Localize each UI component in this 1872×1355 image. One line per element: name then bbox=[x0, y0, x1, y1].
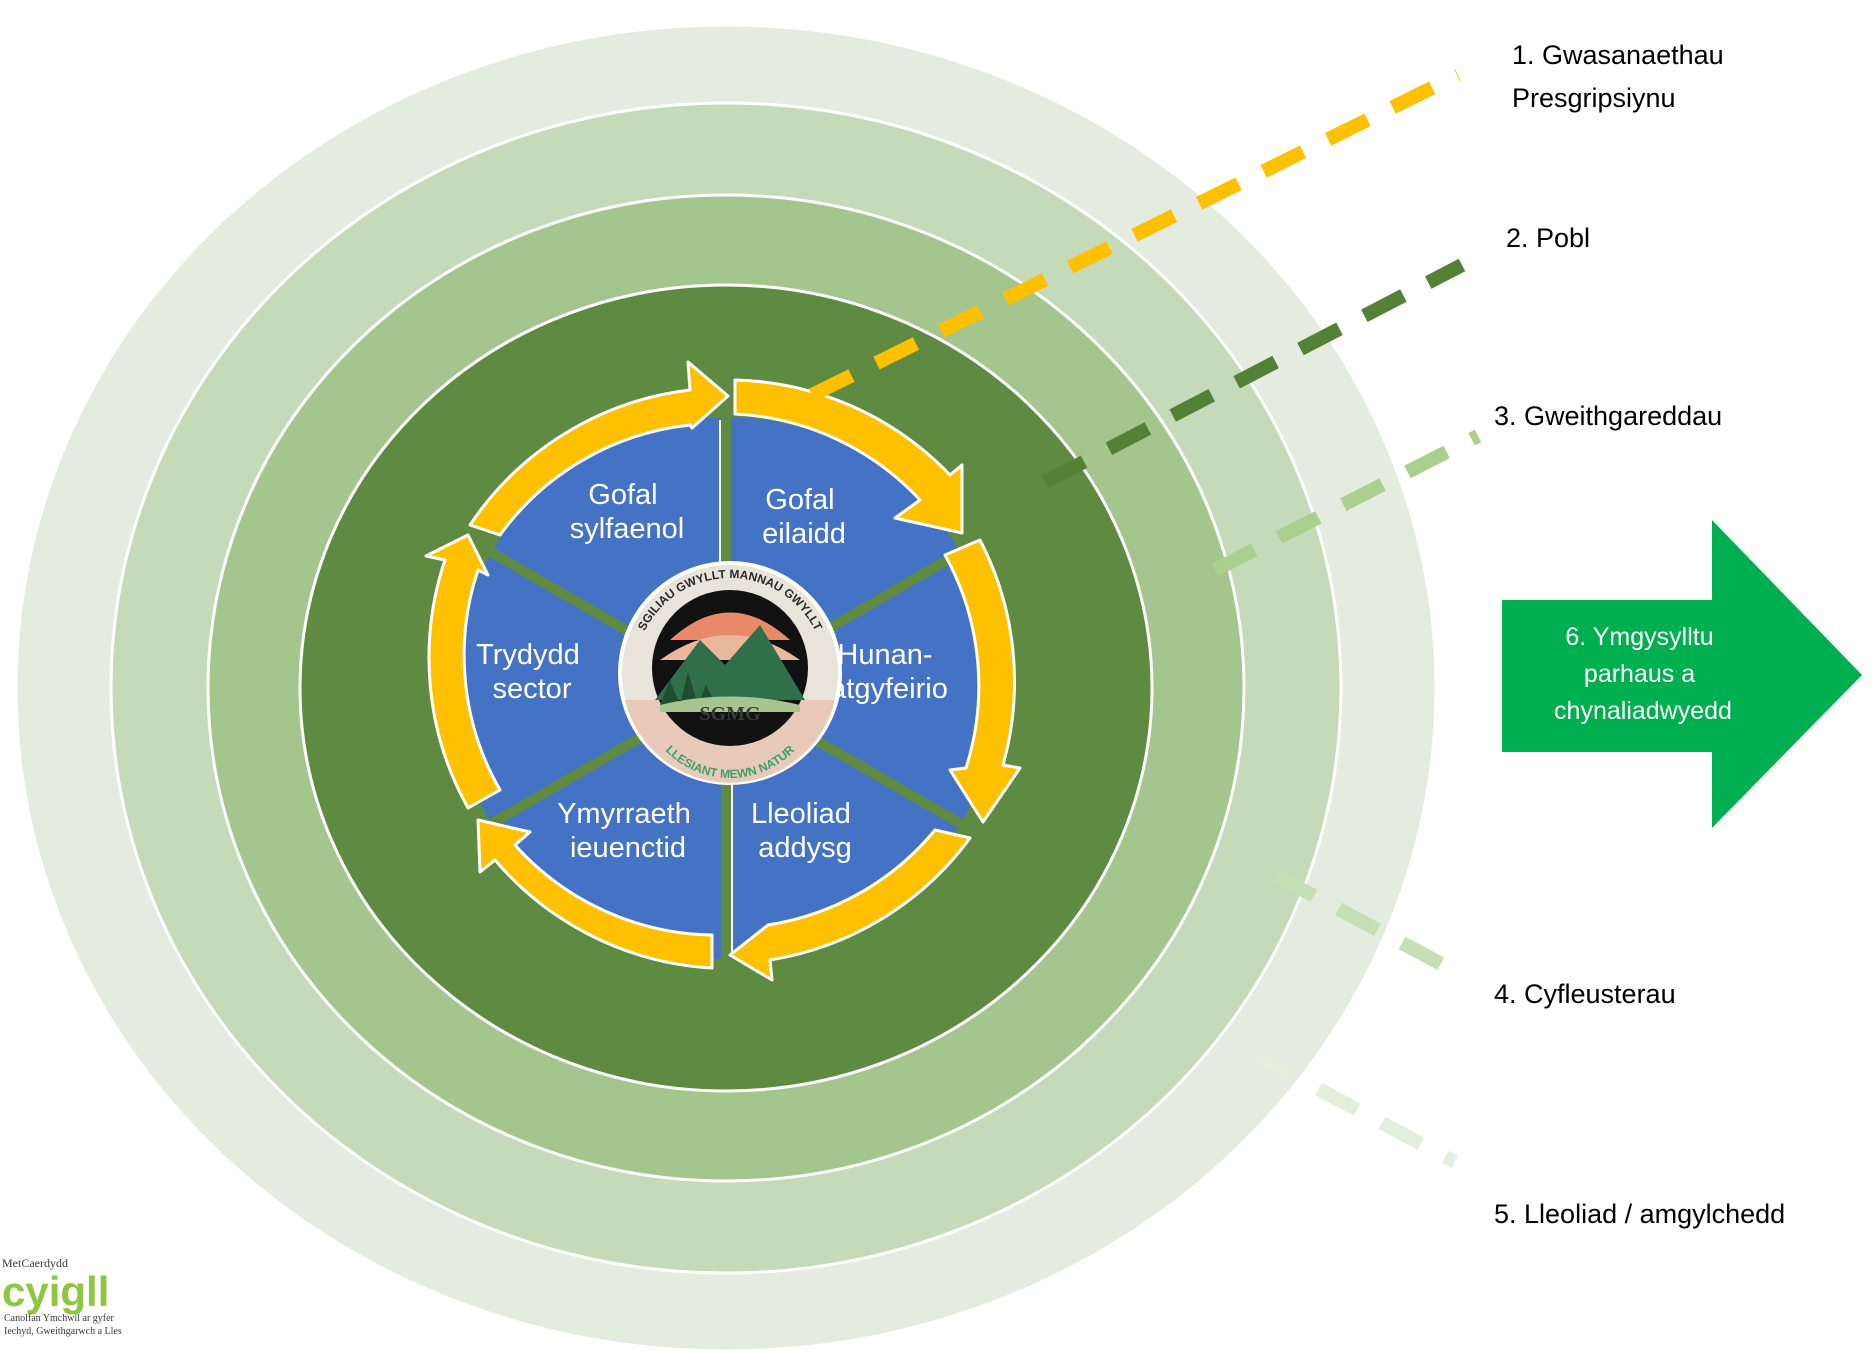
segment-0-line2: sylfaenol bbox=[570, 513, 684, 545]
segment-3-line1: Lleoliad bbox=[751, 798, 851, 830]
label-1: 1. Gwasanaethau Presgripsiynu bbox=[1512, 40, 1731, 113]
badge-acronym: SGMG bbox=[699, 703, 761, 725]
sgmg-badge: SGMG SGILIAU GWYLLT MANNAU GWYLLT LLESIA… bbox=[618, 561, 842, 785]
segment-2-line2: atgyfeirio bbox=[830, 673, 948, 705]
segment-5-line2: sector bbox=[493, 673, 572, 705]
cycle-arrow-5 bbox=[424, 533, 502, 810]
cycle-arrow-4 bbox=[476, 818, 714, 970]
label-1-line1: 1. Gwasanaethau bbox=[1512, 40, 1724, 70]
svg-text:Lleoliad addysg: Lleoliad addysg bbox=[751, 798, 859, 864]
engagement-arrow-line1: 6. Ymgysylltu bbox=[1565, 623, 1713, 651]
dash-line-5 bbox=[1251, 1048, 1459, 1169]
segment-5-line1: Trydydd bbox=[476, 639, 580, 671]
cycle-arrow-6 bbox=[468, 360, 730, 537]
dash-line-3 bbox=[1211, 429, 1482, 577]
svg-text:Gofal sylfaenol: Gofal sylfaenol bbox=[570, 479, 684, 545]
segment-0-line1: Gofal bbox=[588, 479, 657, 511]
segment-3-line2: addysg bbox=[758, 832, 852, 864]
logo-sub-2: Iechyd, Gweithgarwch a Lles bbox=[4, 1326, 122, 1337]
segment-4-line1: Ymyrraeth bbox=[557, 798, 691, 830]
dash-line-4 bbox=[1271, 868, 1466, 982]
engagement-arrow-line2: parhaus a bbox=[1584, 660, 1695, 688]
logo-brand-top: MetCaerdydd bbox=[2, 1256, 68, 1270]
badge-mountains bbox=[655, 625, 805, 700]
cycle-arrow-3 bbox=[728, 828, 972, 982]
segment-1-line1: Gofal bbox=[765, 484, 834, 516]
svg-text:Trydydd sector: Trydydd sector bbox=[476, 639, 588, 705]
label-3: 3. Gweithgareddau bbox=[1494, 401, 1722, 431]
label-4: 4. Cyfleusterau bbox=[1494, 979, 1676, 1009]
engagement-arrow: 6. Ymgysylltu parhaus a chynaliadwyedd bbox=[1502, 520, 1862, 828]
svg-text:Ymyrraeth ieuenctid: Ymyrraeth ieuenctid bbox=[557, 798, 699, 864]
cyigll-logo: MetCaerdydd cyigll Canolfan Ymchwil ar g… bbox=[2, 1256, 122, 1337]
label-1-line2: Presgripsiynu bbox=[1512, 83, 1676, 113]
outcome-labels: 1. Gwasanaethau Presgripsiynu 2. Pobl 3.… bbox=[1494, 40, 1785, 1229]
engagement-arrow-text: 6. Ymgysylltu parhaus a chynaliadwyedd bbox=[1554, 623, 1732, 725]
dash-line-2 bbox=[1041, 258, 1466, 489]
segment-1-line2: eilaidd bbox=[762, 518, 846, 550]
segment-labels: Gofal sylfaenol Gofal eilaidd Hunan- atg… bbox=[476, 479, 948, 864]
dash-line-1 bbox=[808, 68, 1462, 402]
logo-brand-main: cyigll bbox=[2, 1268, 109, 1315]
segment-4-line2: ieuenctid bbox=[570, 832, 686, 864]
svg-text:Gofal eilaidd: Gofal eilaidd bbox=[762, 484, 846, 550]
badge-landscape bbox=[655, 612, 805, 712]
logo-sub-1: Canolfan Ymchwil ar gyfer bbox=[4, 1313, 115, 1324]
badge-trees bbox=[660, 672, 716, 705]
svg-text:Hunan- atgyfeirio: Hunan- atgyfeirio bbox=[830, 639, 948, 705]
engagement-arrow-line3: chynaliadwyedd bbox=[1554, 697, 1732, 725]
segment-2-line1: Hunan- bbox=[837, 639, 932, 671]
cycle-arrow-2 bbox=[943, 538, 1022, 824]
dashed-connectors bbox=[808, 68, 1482, 1169]
label-2: 2. Pobl bbox=[1506, 223, 1590, 253]
engagement-arrow-shape bbox=[1502, 520, 1862, 828]
cycle-arrows bbox=[424, 360, 1022, 982]
label-5: 5. Lleoliad / amgylchedd bbox=[1494, 1199, 1785, 1229]
badge-hill bbox=[660, 696, 800, 712]
